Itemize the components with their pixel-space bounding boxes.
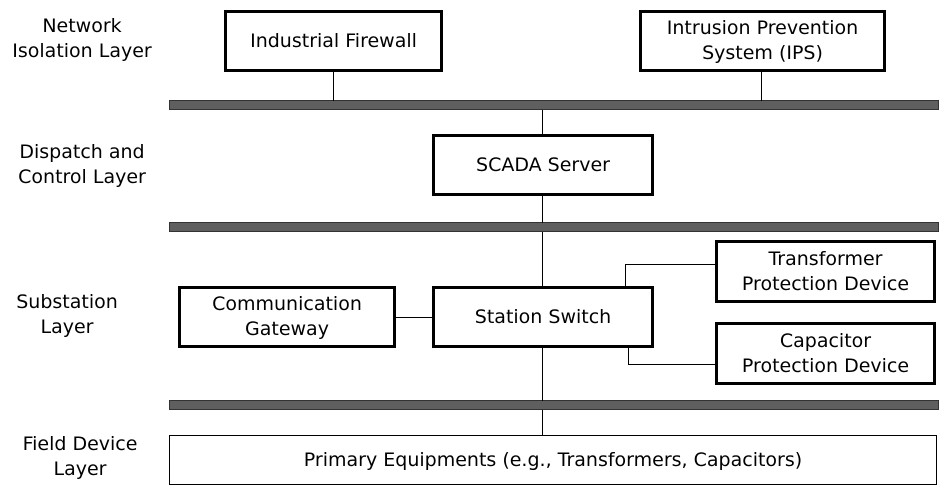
layer-label-substation: Substation Layer [16, 291, 118, 338]
primary-equipments-box: Primary Equipments (e.g., Transformers, … [169, 435, 937, 485]
industrial-firewall-label: Industrial Firewall [250, 29, 417, 52]
transformer-protection-label: Transformer Protection Device [741, 247, 910, 295]
bus-to-scada-connector [542, 110, 543, 135]
station-switch-label: Station Switch [474, 305, 612, 328]
transformer-protection-box: Transformer Protection Device [715, 240, 936, 303]
switch-transformer-vertical [625, 264, 626, 288]
layer-label-dispatch-control: Dispatch and Control Layer [18, 141, 146, 188]
substation-bus [169, 400, 939, 410]
switch-transformer-horizontal [625, 264, 716, 265]
dispatch-control-bus [169, 222, 939, 232]
scada-server-box: SCADA Server [432, 134, 654, 196]
firewall-connector [333, 71, 334, 101]
ips-label: Intrusion Prevention System (IPS) [666, 17, 859, 64]
ips-connector [761, 71, 762, 101]
layer-label-network-isolation: Network Isolation Layer [12, 15, 152, 62]
scada-server-label: SCADA Server [476, 153, 610, 176]
scada-to-bus-connector [542, 196, 543, 223]
station-switch-box: Station Switch [432, 286, 654, 348]
capacitor-protection-label: Capacitor Protection Device [741, 329, 910, 377]
ips-box: Intrusion Prevention System (IPS) [639, 10, 886, 72]
communication-gateway-box: Communication Gateway [178, 286, 396, 348]
industrial-firewall-box: Industrial Firewall [224, 10, 443, 72]
capacitor-protection-box: Capacitor Protection Device [715, 322, 936, 385]
gateway-switch-connector [395, 317, 433, 318]
bus-to-switch-connector [542, 232, 543, 287]
switch-capacitor-vertical [628, 345, 629, 365]
layer-label-field-device: Field Device Layer [22, 433, 138, 480]
switch-capacitor-horizontal [628, 364, 716, 365]
bus-to-field-connector [542, 410, 543, 436]
primary-equipments-label: Primary Equipments (e.g., Transformers, … [303, 448, 803, 471]
network-isolation-bus [169, 100, 939, 110]
communication-gateway-label: Communication Gateway [212, 293, 362, 340]
switch-to-bus-connector [542, 347, 543, 401]
